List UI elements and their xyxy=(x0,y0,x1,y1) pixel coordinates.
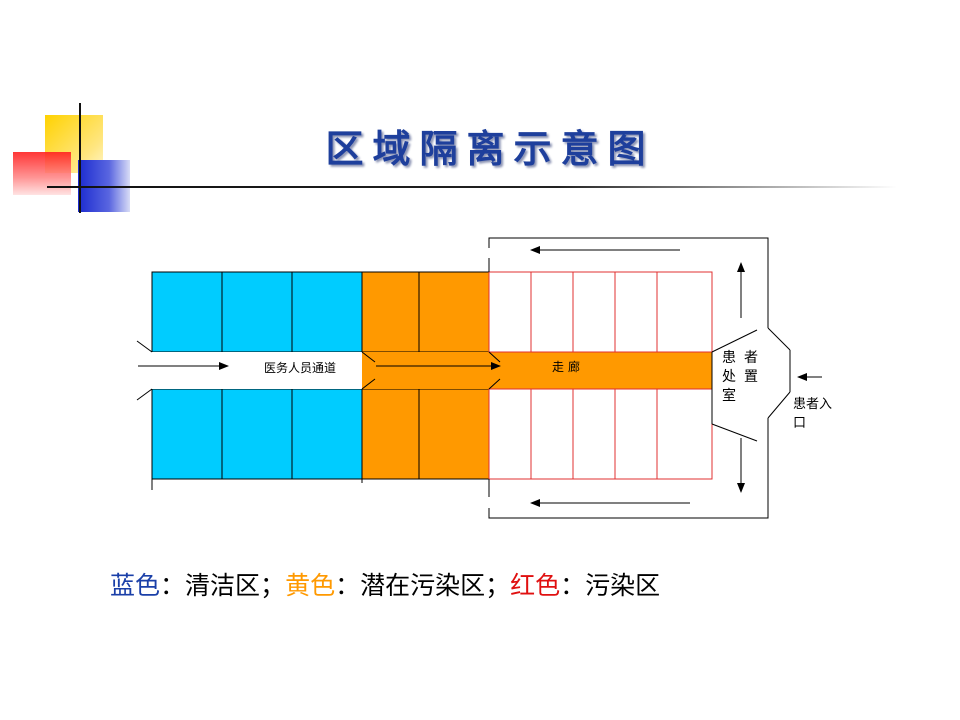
outer-path xyxy=(488,237,791,519)
contaminated-zone-top xyxy=(488,271,713,353)
legend-red-zone: 污染区 xyxy=(585,571,661,600)
decor-horizontal-line xyxy=(47,186,897,188)
corridor-label: 走廊 xyxy=(552,359,584,374)
staff-passage xyxy=(150,352,362,389)
passage-walls xyxy=(136,258,501,497)
staff-passage-label: 医务人员通道 xyxy=(264,360,336,375)
legend-blue: 蓝色：清洁区； xyxy=(110,571,286,600)
patient-room-char-5: 室 xyxy=(722,387,736,404)
clean-zone-top xyxy=(151,271,363,353)
legend-blue-zone: 清洁区 xyxy=(185,571,261,600)
legend-yellow: 黄色：潜在污染区； xyxy=(285,571,511,600)
contaminated-zone-bottom xyxy=(488,388,713,480)
page-title: 区域隔离示意图 xyxy=(325,126,655,171)
legend-red: 红色：污染区 xyxy=(510,571,661,600)
patient-room-char-4: 置 xyxy=(744,369,758,385)
potential-zone-top xyxy=(361,271,490,353)
patient-entrance-label-2: 口 xyxy=(793,416,806,431)
corridor-band xyxy=(362,352,712,389)
decor-vertical-line xyxy=(79,103,81,213)
legend-yellow-zone: 潜在污染区 xyxy=(360,571,486,600)
legend-blue-color: 蓝色 xyxy=(110,571,161,600)
legend: 蓝色：清洁区；黄色：潜在污染区；红色：污染区 xyxy=(110,566,660,602)
patient-entrance-label-1: 患者入 xyxy=(793,397,832,412)
patient-room-char-1: 患 xyxy=(722,350,736,366)
legend-yellow-color: 黄色 xyxy=(285,571,336,600)
clean-zone-bottom xyxy=(151,388,363,480)
flow-arrows xyxy=(138,246,822,507)
legend-red-color: 红色 xyxy=(510,571,561,600)
potential-zone-bottom xyxy=(361,388,490,480)
patient-room-char-3: 处 xyxy=(722,369,736,385)
patient-room-char-2: 者 xyxy=(744,350,758,366)
